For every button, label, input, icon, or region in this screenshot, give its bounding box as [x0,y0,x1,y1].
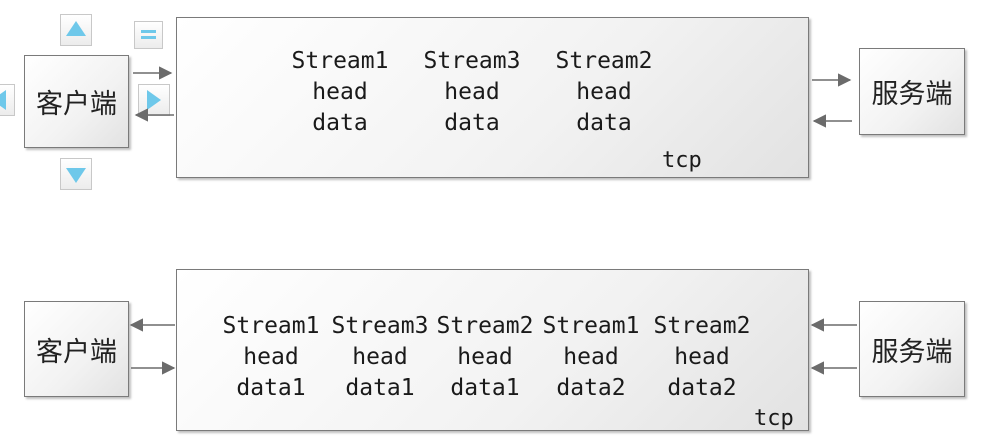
top-server-label: 服务端 [871,79,953,110]
move-up-handle[interactable] [60,14,92,46]
stream-data: data1 [236,375,306,401]
top-server-box[interactable]: 服务端 [859,48,965,135]
stream-head: head [444,79,500,105]
stream-head: head [576,79,632,105]
move-left-handle[interactable] [0,84,15,116]
top-tcp-connection-box[interactable]: Stream1 head data Stream3 head data Stre… [176,17,809,178]
bottom-client-box[interactable]: 客户端 [24,301,129,397]
stream-data: data [312,110,368,136]
top-stream-1: Stream1 head data [288,46,392,139]
bottom-stream-5: Stream2 head data2 [650,311,754,404]
bottom-server-box[interactable]: 服务端 [859,301,965,397]
equal-handle[interactable] [134,21,163,49]
top-client-box[interactable]: 客户端 [24,55,129,148]
stream-head: head [352,344,408,370]
triangle-left-icon [0,90,6,110]
triangle-right-icon [147,90,161,110]
top-tcp-label: tcp [662,148,702,173]
stream-data: data1 [345,375,415,401]
triangle-down-icon [66,168,86,183]
bottom-server-label: 服务端 [871,336,953,368]
stream-data: data1 [450,375,520,401]
stream-name: Stream2 [653,313,751,339]
stream-name: Stream1 [291,48,389,74]
stream-name: Stream2 [555,48,653,74]
bottom-stream-1: Stream1 head data1 [219,311,323,404]
top-stream-3: Stream2 head data [552,46,656,139]
bottom-client-label: 客户端 [36,336,117,368]
stream-data: data [444,110,500,136]
stream-name: Stream1 [542,313,640,339]
bottom-stream-4: Stream1 head data2 [539,311,643,404]
stream-head: head [243,344,299,370]
stream-name: Stream3 [331,313,429,339]
move-down-handle[interactable] [60,158,92,190]
stream-data: data2 [667,375,737,401]
bottom-stream-3: Stream2 head data1 [433,311,537,404]
triangle-up-icon [66,21,86,36]
bottom-stream-2: Stream3 head data1 [328,311,432,404]
bottom-tcp-label: tcp [754,406,794,431]
stream-head: head [457,344,513,370]
top-client-label: 客户端 [36,89,117,120]
stream-head: head [312,79,368,105]
bottom-tcp-connection-box[interactable]: Stream1 head data1 Stream3 head data1 St… [176,269,809,431]
stream-name: Stream3 [423,48,521,74]
stream-head: head [563,344,619,370]
stream-data: data [576,110,632,136]
stream-head: head [674,344,730,370]
stream-data: data2 [556,375,626,401]
stream-name: Stream2 [436,313,534,339]
stream-name: Stream1 [222,313,320,339]
top-stream-2: Stream3 head data [420,46,524,139]
equals-icon [141,30,156,39]
